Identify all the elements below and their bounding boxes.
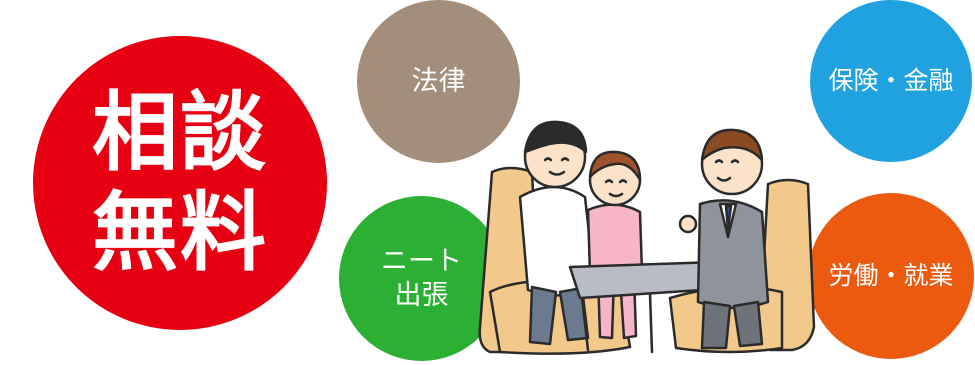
badge-line-1: 相談	[92, 83, 268, 183]
badge-line-2: 無料	[92, 183, 268, 283]
category-insurance-label: 保険・金融	[828, 66, 954, 95]
category-neet-line-1: ニート	[381, 245, 462, 277]
category-neet-visit: ニート 出張	[339, 196, 504, 361]
category-labor-employment: 労働・就業	[808, 193, 974, 359]
consultation-illustration-icon	[478, 120, 816, 355]
category-neet-line-2: 出張	[394, 279, 449, 311]
free-consultation-badge: 相談 無料	[33, 36, 327, 330]
category-law-label: 法律	[411, 65, 466, 97]
category-law: 法律	[357, 0, 520, 163]
category-insurance-finance: 保険・金融	[810, 0, 972, 162]
category-labor-label: 労働・就業	[828, 261, 954, 290]
